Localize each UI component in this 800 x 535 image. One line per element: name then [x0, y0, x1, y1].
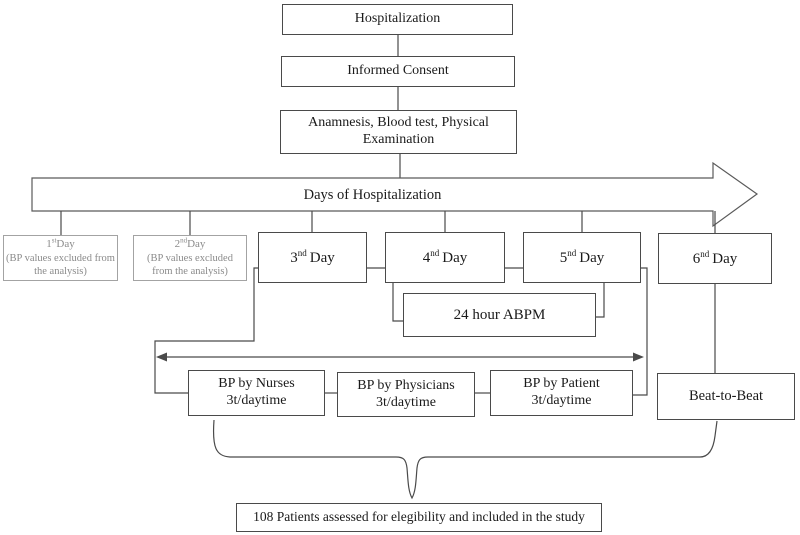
connector-day5-abpm [596, 283, 605, 318]
timeline-label: Days of Hospitalization [303, 186, 442, 203]
double-arrow-left-head [156, 352, 167, 362]
node-bp-physicians: BP by Physicians 3t/daytime [337, 372, 475, 417]
connector-day4-abpm [392, 283, 403, 322]
node-beat-to-beat: Beat-to-Beat [657, 373, 795, 420]
day-1-note: (BP values excluded from the analysis) [6, 252, 115, 278]
connector-day5-bp-row [633, 267, 648, 396]
connector-day3-bp-row [154, 267, 258, 394]
node-conclusion: 108 Patients assessed for elegibility an… [236, 503, 602, 532]
day-1-label: 1stDay [46, 236, 75, 251]
brace [212, 419, 718, 500]
node-bp-nurses: BP by Nurses 3t/daytime [188, 370, 325, 416]
node-day-2: 2ndDay (BP values excluded from the anal… [133, 235, 247, 281]
node-anamnesis-label: Anamnesis, Blood test, Physical Examinat… [308, 115, 489, 147]
node-bp-patient: BP by Patient 3t/daytime [490, 370, 633, 416]
beat-to-beat-label: Beat-to-Beat [688, 387, 764, 404]
day-2-note: (BP values excluded from the analysis) [147, 252, 233, 278]
bp-patient-line2: 3t/daytime [531, 393, 592, 408]
node-anamnesis: Anamnesis, Blood test, Physical Examinat… [280, 110, 517, 154]
node-informed-consent: Informed Consent [281, 56, 515, 87]
bp-patient-line1: BP by Patient [523, 376, 600, 392]
node-day-1: 1stDay (BP values excluded from the anal… [3, 235, 118, 281]
bp-physicians-line1: BP by Physicians [357, 377, 455, 393]
bp-nurses-line1: BP by Nurses [218, 376, 295, 392]
node-abpm-label: 24 hour ABPM [453, 307, 546, 323]
day-2-label: 2ndDay [174, 236, 206, 251]
bp-physicians-line2: 3t/daytime [376, 394, 436, 410]
conclusion-label: 108 Patients assessed for elegibility an… [253, 509, 585, 525]
node-hospitalization-label: Hospitalization [354, 11, 441, 27]
node-informed-consent-label: Informed Consent [347, 63, 449, 79]
days-arrow [31, 161, 759, 228]
node-abpm: 24 hour ABPM [403, 293, 596, 337]
bp-nurses-line2: 3t/daytime [226, 393, 287, 408]
double-arrow-right-head [633, 352, 644, 362]
node-hospitalization: Hospitalization [282, 4, 513, 35]
